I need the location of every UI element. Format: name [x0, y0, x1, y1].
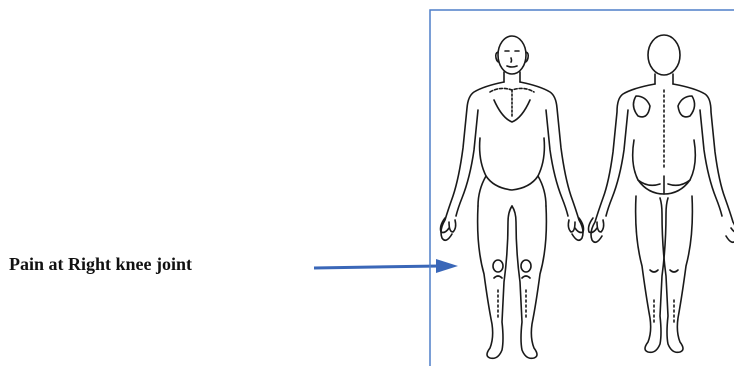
pointer-arrow	[314, 259, 458, 273]
body-front-figure	[441, 36, 584, 358]
body-back-figure	[589, 35, 734, 352]
diagram-frame	[430, 10, 734, 366]
